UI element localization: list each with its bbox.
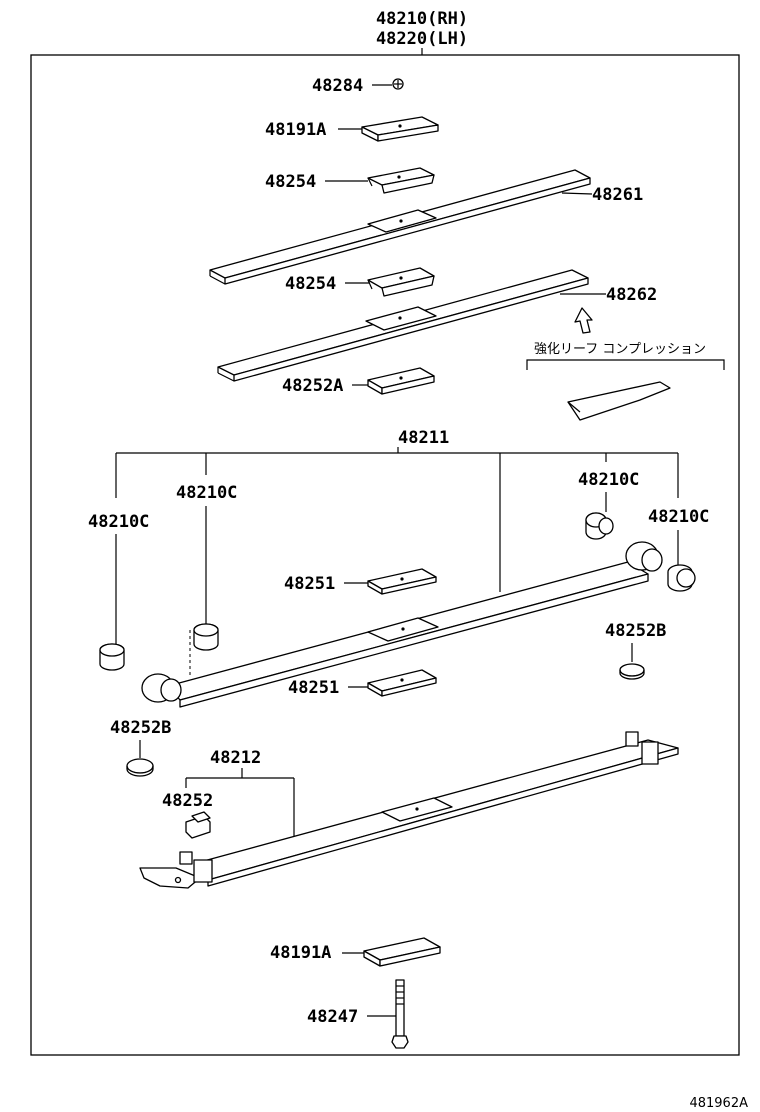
clip-48254-a [367, 167, 435, 194]
label-48210-rh: 48210(RH) [376, 9, 468, 29]
label-48210c-2: 48210C [176, 483, 237, 503]
label-48247: 48247 [307, 1007, 358, 1027]
label-48212: 48212 [210, 748, 261, 768]
leaf-48212 [139, 731, 679, 889]
label-48191a-bottom: 48191A [270, 943, 331, 963]
pad-48191a-bottom [363, 937, 441, 967]
pad-48191a-top [361, 116, 439, 142]
label-48210c-4: 48210C [648, 507, 709, 527]
label-48191a-top: 48191A [265, 120, 326, 140]
label-48251-b: 48251 [288, 678, 339, 698]
leaf-tip-detail [567, 381, 671, 421]
nut-48284 [392, 78, 404, 90]
clip-48254-b [367, 267, 435, 297]
label-48254-b: 48254 [285, 274, 336, 294]
label-48211: 48211 [398, 428, 449, 448]
assembly-frame [30, 54, 740, 1056]
label-48261: 48261 [592, 185, 643, 205]
bumper-48252b-left [126, 758, 154, 777]
pad-48251-b [367, 669, 437, 697]
bushing-48210c-2 [189, 623, 219, 676]
leaf-48211-main [141, 541, 663, 708]
bushing-48210c-4 [667, 564, 696, 592]
bolt-48247 [391, 979, 409, 1049]
pad-48251-a [367, 568, 437, 595]
label-48252a: 48252A [282, 376, 343, 396]
bumper-48252b-right [619, 663, 645, 680]
label-48252b-left: 48252B [110, 718, 171, 738]
clip-48252 [185, 811, 211, 839]
label-48220-lh: 48220(LH) [376, 29, 468, 49]
label-48251-a: 48251 [284, 574, 335, 594]
figure-code: 481962A [689, 1096, 748, 1111]
pad-48252a [367, 367, 435, 395]
leaf-48262 [217, 269, 589, 382]
bushing-48210c-1 [99, 643, 125, 671]
bushing-48210c-3 [585, 512, 614, 540]
label-48254-a: 48254 [265, 172, 316, 192]
leaf-48261 [209, 169, 591, 285]
note-strengthened-leaf: 強化リーフ コンプレッション [534, 342, 706, 357]
up-arrow-icon [574, 307, 593, 334]
label-48210c-3: 48210C [578, 470, 639, 490]
label-48252: 48252 [162, 791, 213, 811]
label-48252b-right: 48252B [605, 621, 666, 641]
label-48284: 48284 [312, 76, 363, 96]
label-48262: 48262 [606, 285, 657, 305]
label-48210c-1: 48210C [88, 512, 149, 532]
